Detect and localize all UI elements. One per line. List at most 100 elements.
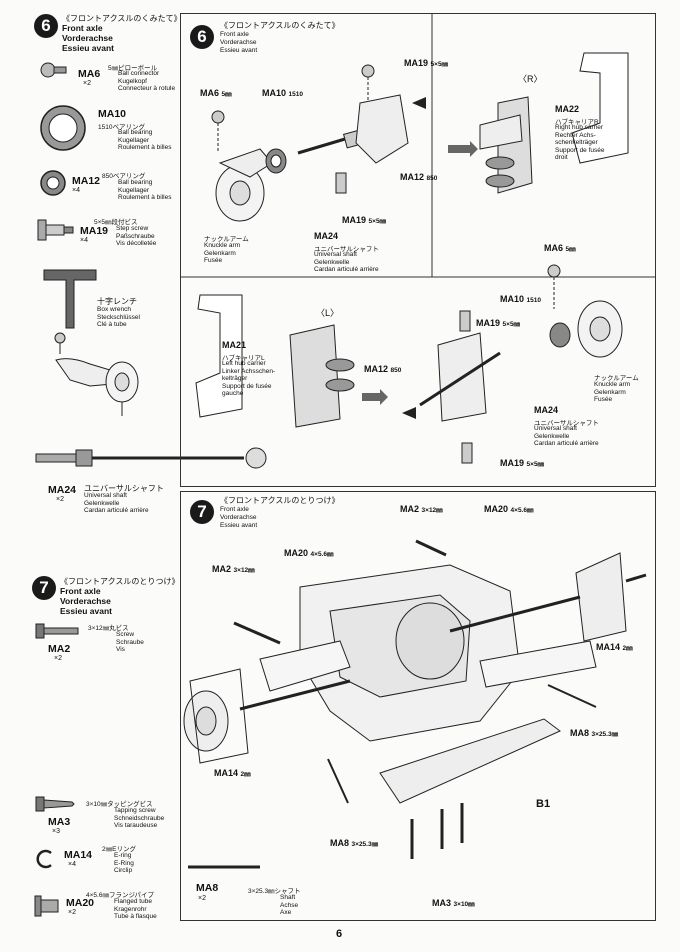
label-ma20-top: MA20 4×5.6㎜: [484, 504, 534, 514]
part-ma6-size: 5㎜ピローボール: [108, 65, 158, 72]
label-ma20-mid: MA20 4×5.6㎜: [284, 548, 334, 558]
panel-6-title-fr: Essieu avant: [220, 47, 258, 54]
part-ma20-qty: ×2: [68, 909, 76, 916]
step-7-title-de: Vorderachse: [60, 596, 111, 606]
step-7-panel: [180, 491, 656, 921]
shaft-ma8-code: MA8: [196, 882, 219, 894]
panel-6-step-number: 6: [190, 25, 214, 49]
label-ma24-l: MA24: [534, 405, 559, 415]
step-7-title-jp: 《フロントアクスルのとりつけ》: [60, 577, 180, 586]
label-ma10: MA10 1510: [262, 88, 303, 98]
step-6-title-en: Front axle: [62, 23, 103, 33]
part-ma2-code: MA2: [48, 643, 71, 655]
label-ma22: MA22: [555, 104, 580, 114]
panel-6-title-jp: 《フロントアクスルのくみたて》: [220, 21, 340, 30]
label-ma14-right: MA14 2㎜: [596, 642, 633, 652]
tool-name-jp: 十字レンチ: [97, 297, 137, 306]
shaft-ma24-name: ユニバーサルシャフト: [84, 484, 164, 493]
e-ring-icon: [36, 849, 52, 869]
label-ma8-right: MA8 3×25.3㎜: [570, 728, 619, 738]
label-ma14-left: MA14 2㎜: [214, 768, 251, 778]
part-ma10-code: MA10: [98, 108, 127, 120]
part-ma20-size: 4×5.6㎜フランジパイプ: [86, 892, 155, 899]
panel-7-title-de: Vorderachse: [220, 514, 257, 521]
label-ma12-l: MA12 850: [364, 364, 402, 374]
step-6-number: 6: [34, 14, 58, 38]
panel-6-title-de: Vorderachse: [220, 39, 257, 46]
label-b1: B1: [536, 798, 551, 810]
label-ma19-l: MA19 5×5㎜: [476, 318, 521, 328]
shaft-ma24-qty: ×2: [56, 496, 64, 503]
label-ma8-left: MA8 3×25.3㎜: [330, 838, 379, 848]
part-ma14-size: 2㎜Eリング: [102, 846, 136, 853]
step-6-title-fr: Essieu avant: [62, 43, 114, 53]
shaft-ma8-size: 3×25.3㎜シャフト: [248, 888, 301, 895]
part-ma12-size: 850ベアリング: [102, 173, 146, 180]
panel-7-title-en: Front axle: [220, 506, 249, 513]
label-ma19-bottom: MA19 5×5㎜: [500, 458, 545, 468]
label-ma19-mid: MA19 5×5㎜: [342, 215, 387, 225]
universal-shaft-icon: [35, 447, 267, 469]
label-ma21: MA21: [222, 340, 247, 350]
part-ma6-qty: ×2: [83, 80, 91, 87]
panel-7-title-fr: Essieu avant: [220, 522, 258, 529]
label-knuckle-arm-l-jp: ナックルアーム: [594, 375, 639, 382]
label-ma2-top: MA2 3×12㎜: [400, 504, 443, 514]
part-ma2-size: 3×12㎜丸ビス: [88, 625, 129, 632]
step-6-title-jp: 《フロントアクスルのくみたて》: [62, 14, 182, 23]
part-ma3-size: 3×10㎜タッピングビス: [86, 801, 153, 808]
step-7-number: 7: [32, 576, 56, 600]
ball-bearing-large-icon: [40, 105, 86, 151]
part-ma2-qty: ×2: [54, 655, 62, 662]
part-ma19-qty: ×4: [80, 237, 88, 244]
right-side-label: 〈R〉: [518, 74, 543, 84]
panel-7-title-jp: 《フロントアクスルのとりつけ》: [220, 496, 340, 505]
part-ma6-code: MA6: [78, 68, 101, 80]
shaft-ma8-qty: ×2: [198, 895, 206, 902]
label-ma12-right: MA12 850: [400, 172, 438, 182]
knuckle-assembly-sketch: [54, 332, 139, 416]
step-6-title-de: Vorderachse: [62, 33, 113, 43]
ball-bearing-small-icon: [40, 170, 66, 196]
flanged-tube-icon: [34, 895, 59, 917]
label-ma3: MA3 3×10㎜: [432, 898, 475, 908]
box-wrench-icon: [43, 269, 97, 329]
label-ma24: MA24: [314, 231, 339, 241]
label-knuckle-arm-jp: ナックルアーム: [204, 236, 249, 243]
label-ma6-l: MA6 5㎜: [544, 243, 576, 253]
step-7-title-en: Front axle: [60, 586, 101, 596]
part-ma14-code: MA14: [64, 849, 93, 861]
step-7-diagram: [183, 539, 647, 869]
part-ma10-size: 1510ベアリング: [98, 124, 145, 131]
label-ma24-jp: ユニバーサルシャフト: [314, 246, 379, 253]
label-ma6: MA6 5㎜: [200, 88, 232, 98]
part-ma19-code: MA19: [80, 225, 109, 237]
label-ma24-l-jp: ユニバーサルシャフト: [534, 420, 599, 427]
step-6-panel: [180, 13, 656, 487]
ball-connector-icon: [40, 62, 67, 78]
shaft-ma24-code: MA24: [48, 484, 77, 496]
step-screw-icon: [37, 219, 74, 241]
label-ma10-l: MA10 1510: [500, 294, 541, 304]
label-ma21-jp: ハブキャリアL: [222, 355, 265, 362]
part-ma12-code: MA12: [72, 175, 101, 187]
step-6-diagram: [180, 13, 656, 464]
label-ma22-jp: ハブキャリアR: [555, 119, 599, 126]
